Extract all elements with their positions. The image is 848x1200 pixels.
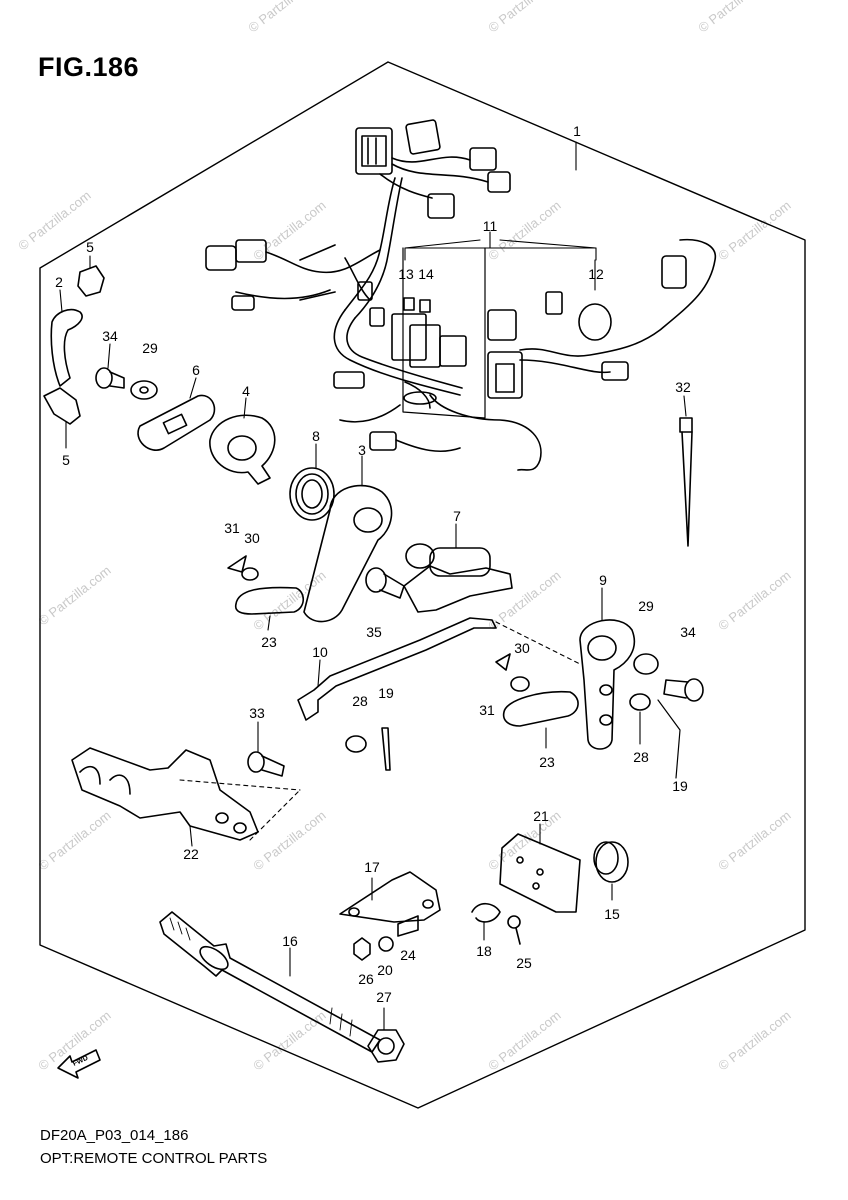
callout: 25 [516,955,532,971]
part-8-spring [289,443,335,521]
callout: 13 [398,266,414,282]
part-23-link-right [502,690,579,727]
callout: 21 [533,808,549,824]
callout: 33 [249,705,265,721]
callout: 29 [142,340,158,356]
callout: 5 [86,239,94,255]
part-35-bolt [365,567,405,599]
part-23-link-left [234,586,305,615]
callout: 2 [55,274,63,290]
part-32-cable-tie [679,395,693,547]
part-19-pin-right [657,699,681,779]
callout: 20 [377,962,393,978]
part-2-hose [50,308,83,387]
callout: 27 [376,989,392,1005]
callout: 5 [62,452,70,468]
callout: 4 [242,383,250,399]
callout: 11 [482,218,498,234]
part-5-clip-bottom [43,387,81,449]
part-24-stud [397,915,419,937]
part-16-shaft [159,911,381,1053]
part-29-washer-right [633,653,659,675]
assembly-boundary [39,61,806,1109]
part-4-cam [209,397,276,485]
part-18-clip [471,902,501,923]
part-30-washer-right [510,676,530,692]
callout: 34 [102,328,118,344]
callout: 7 [453,508,461,524]
callout: 9 [599,572,607,588]
part-31-pin-left [227,555,247,573]
callout: 28 [633,749,649,765]
part-26-nut [353,937,371,961]
part-20-washer [378,936,394,952]
part-28-washer-left [345,735,367,753]
part-9-lever [579,587,636,750]
callout: 17 [364,859,380,875]
callout: 31 [479,702,495,718]
part-25-screw [507,915,521,945]
callout: 23 [539,754,555,770]
callout: 32 [675,379,691,395]
part-17-bracket [339,871,441,923]
callout: 23 [261,634,277,650]
part-27-nut [367,1007,405,1063]
callout: 15 [604,906,620,922]
callout: 6 [192,362,200,378]
part-30-washer-left [241,567,259,581]
callout: 1 [573,123,581,139]
part-10-rod [297,617,497,721]
callout: 22 [183,846,199,862]
part-15-plug [593,841,629,901]
part-34-bolt-top [95,343,125,389]
callout: 24 [400,947,416,963]
figure-name: OPT:REMOTE CONTROL PARTS [40,1150,268,1167]
part-22-bracket [71,747,259,847]
callout: 30 [244,530,260,546]
part-3-lever [303,455,393,623]
callout: 19 [378,685,394,701]
callout: 35 [366,624,382,640]
figure-title: FIG.186 [38,52,140,82]
part-29-washer-top [130,380,158,400]
wiring-harness [205,119,716,471]
part-34-bolt-right [663,678,704,702]
callout: 29 [638,598,654,614]
part-6-plate [137,377,216,451]
part-33-bolt [247,751,285,777]
callout: 18 [476,943,492,959]
callout: 19 [672,778,688,794]
callout: 28 [352,693,368,709]
part-21-pad [499,823,581,913]
callout: 26 [358,971,374,987]
callout: 30 [514,640,530,656]
callout: 16 [282,933,298,949]
callout: 14 [418,266,434,282]
callout: 12 [588,266,604,282]
callout: 31 [224,520,240,536]
part-28-washer-right [629,693,651,711]
callout: 3 [358,442,366,458]
figure-code: DF20A_P03_014_186 [40,1127,189,1144]
fwd-arrow-icon [57,1049,101,1079]
callout: 34 [680,624,696,640]
part-19-pin-left [381,727,391,771]
callout: 8 [312,428,320,444]
callout: 10 [312,644,328,660]
part-31-pin-right [495,653,511,671]
part-7-bracket [403,523,513,613]
part-5-clip-top [77,255,105,297]
